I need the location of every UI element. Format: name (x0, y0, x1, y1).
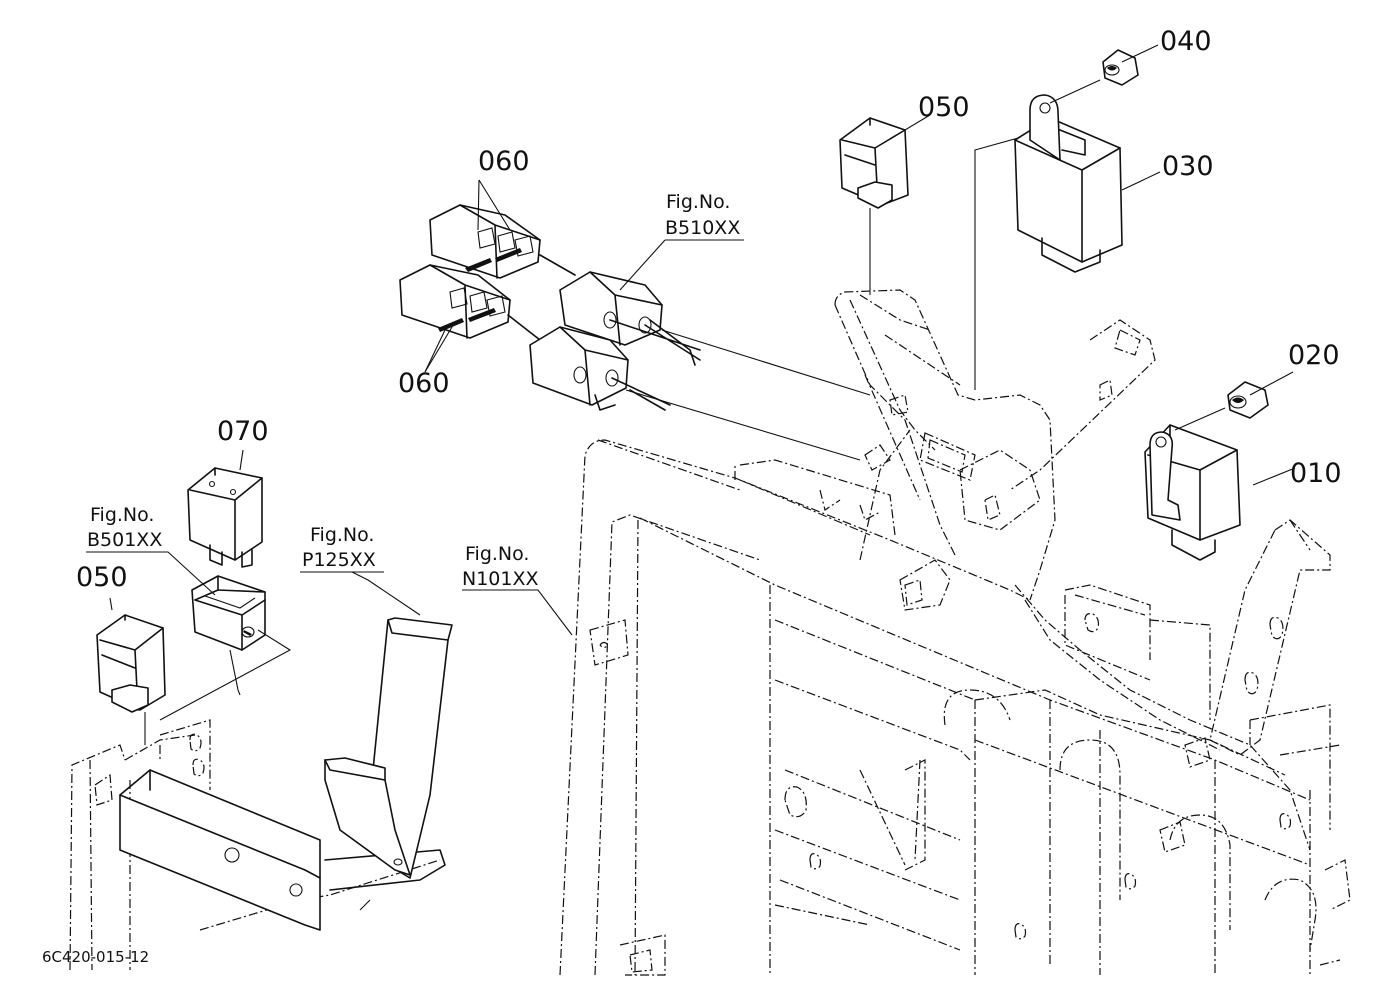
connector-b510-housings (529, 271, 871, 461)
part-010-relay (1144, 424, 1241, 561)
part-050-left-cap (96, 597, 166, 745)
drawing-code: 6C420-015-12 (42, 948, 149, 966)
callout-070: 070 (217, 416, 269, 447)
figure-references: Fig.No. B510XX Fig.No. B501XX Fig.No. P1… (87, 191, 740, 590)
fig-ref-p125-code: P125XX (302, 549, 376, 571)
part-060-switch-upper (429, 204, 576, 279)
part-030-relay (1014, 94, 1161, 273)
callout-040: 040 (1160, 26, 1212, 57)
callout-010: 010 (1290, 458, 1342, 489)
connector-b501-socket (110, 551, 292, 721)
fig-ref-b510-title: Fig.No. (666, 191, 730, 213)
fig-ref-b510-code: B510XX (665, 217, 740, 239)
callout-050-top: 050 (918, 92, 970, 123)
fig-ref-b501-title: Fig.No. (90, 504, 154, 526)
callout-020: 020 (1288, 340, 1340, 371)
harness-p125 (324, 571, 453, 879)
part-060-switch-lower (399, 264, 541, 341)
fig-ref-b501-code: B501XX (87, 529, 162, 551)
part-050-top-cap (839, 114, 931, 295)
callout-060-top: 060 (478, 146, 530, 177)
fig-ref-n101-code: N101XX (462, 568, 539, 590)
lower-left-bracket (119, 769, 446, 931)
fig-ref-p125-title: Fig.No. (310, 524, 374, 546)
part-040-nut (974, 44, 1159, 390)
callout-060-bottom: 060 (398, 368, 450, 399)
main-frame-phantom (69, 289, 1351, 976)
part-020-nut (1174, 371, 1294, 431)
callout-030: 030 (1162, 151, 1214, 182)
part-070-relay (187, 449, 263, 568)
callout-050-left: 050 (76, 562, 128, 593)
figure-ref-leaders (86, 179, 1296, 636)
fig-ref-n101-title: Fig.No. (465, 543, 529, 565)
callout-labels: 010 020 030 040 050 050 060 060 070 (76, 26, 1342, 593)
